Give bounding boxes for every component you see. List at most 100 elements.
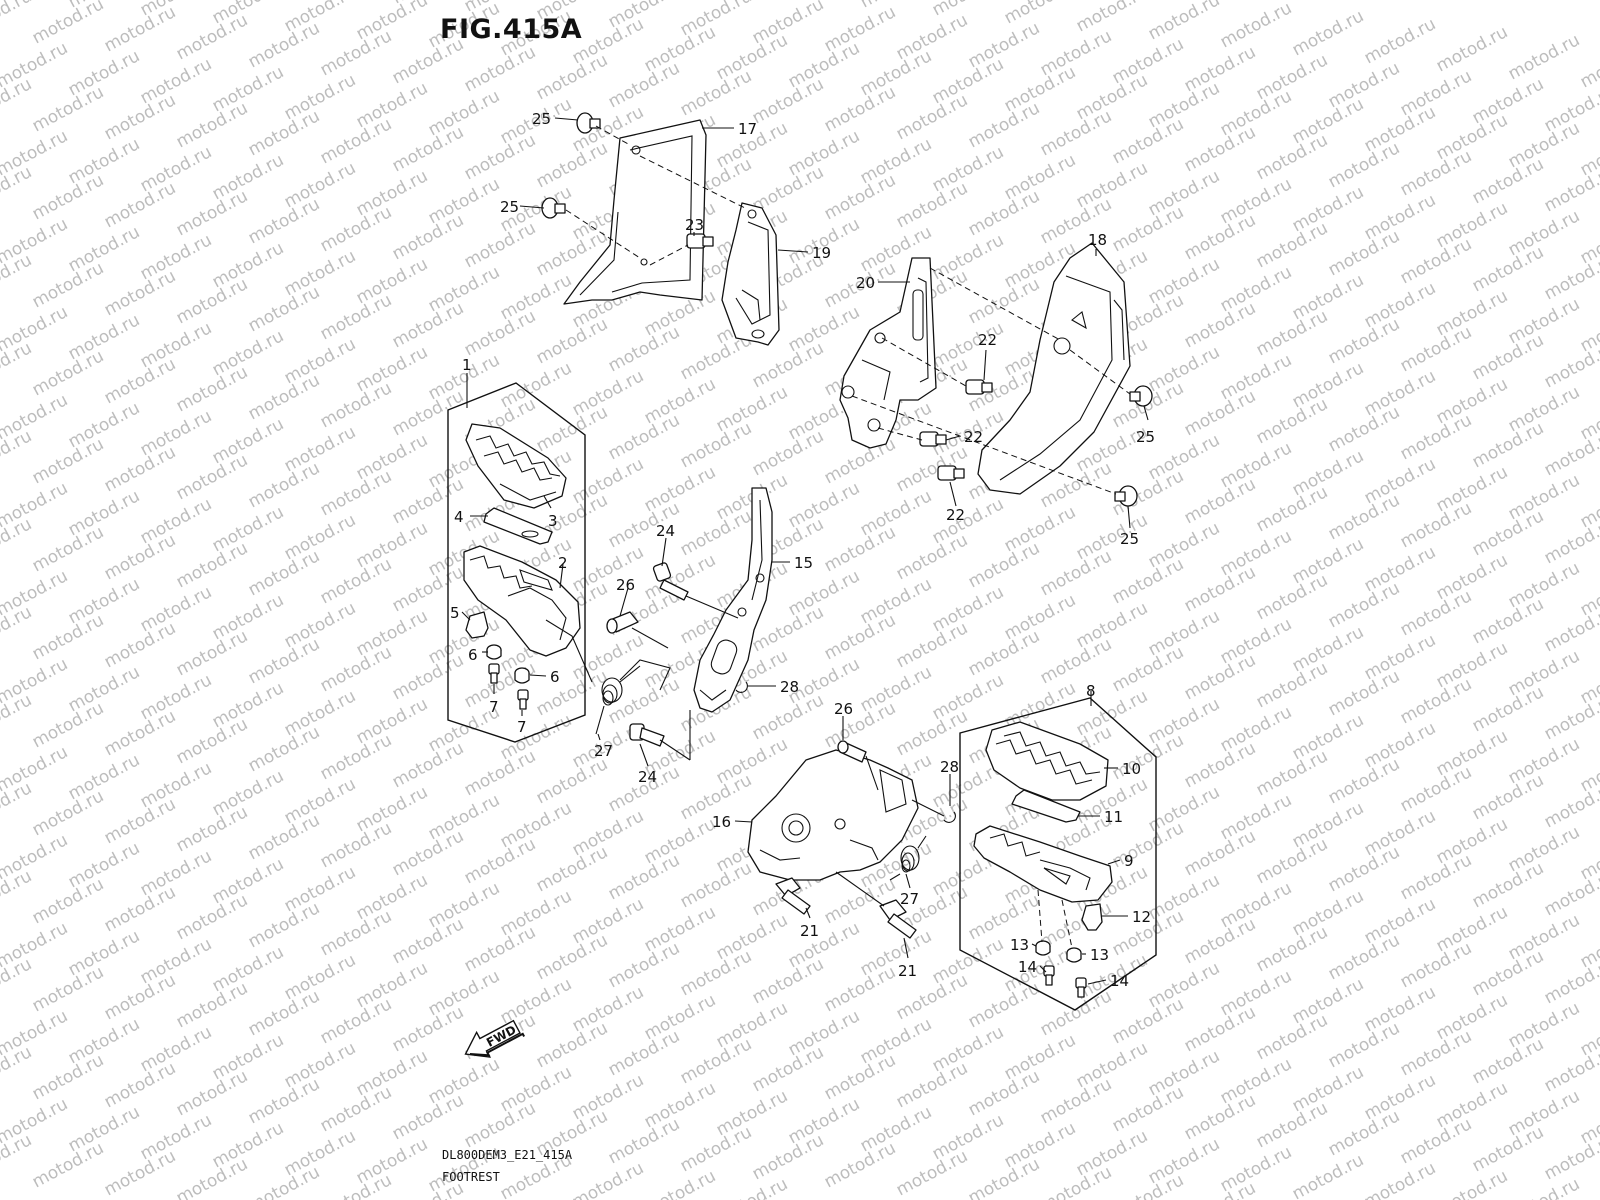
callout-10: 10 <box>1122 760 1141 778</box>
drawing-name: FOOTREST <box>442 1170 500 1184</box>
callout-28a: 28 <box>780 678 799 696</box>
watermark-text: motod.ru <box>1001 0 1079 28</box>
part-23-bolt <box>686 233 714 249</box>
callout-22c: 22 <box>946 506 965 524</box>
callout-6b: 6 <box>550 668 560 686</box>
callout-numbers: 1 2 3 4 5 6 6 7 7 8 9 10 11 12 13 13 14 … <box>450 110 1155 990</box>
part-5-cap <box>465 611 489 639</box>
callout-26b: 26 <box>834 700 853 718</box>
watermark-text: motod.ru <box>1505 1174 1583 1200</box>
part-26-pin-upper <box>606 611 639 634</box>
callout-25a: 25 <box>532 110 551 128</box>
callout-22b: 22 <box>964 428 983 446</box>
watermark-text: motod.ru <box>1073 0 1151 36</box>
leader-lines <box>461 117 1149 985</box>
part-6-nut-b <box>514 667 530 684</box>
part-28-clip-upper <box>735 681 748 693</box>
watermark-text: motod.ru <box>1289 1150 1367 1200</box>
callout-22a: 22 <box>978 331 997 349</box>
callout-5: 5 <box>450 604 460 622</box>
callout-8: 8 <box>1086 682 1096 700</box>
part-28-clip-lower <box>943 811 956 823</box>
part-7-bolt-b <box>517 689 529 710</box>
watermark-text: motod.ru <box>785 0 863 4</box>
part-27-spring-upper <box>595 665 641 735</box>
callout-27b: 27 <box>900 890 919 908</box>
callout-9: 9 <box>1124 852 1134 870</box>
part-17-bracket-cover <box>563 119 707 305</box>
callout-26a: 26 <box>616 576 635 594</box>
part-25-screw-right-a <box>1129 385 1153 407</box>
callout-7a: 7 <box>489 698 499 716</box>
callout-3: 3 <box>548 512 558 530</box>
callout-6a: 6 <box>468 646 478 664</box>
part-24-bolt-upper <box>652 562 689 601</box>
callout-28b: 28 <box>940 758 959 776</box>
kit-frame-1 <box>447 382 586 743</box>
watermark-text: motod.ru <box>1289 6 1367 60</box>
part-13-nut-b <box>1066 947 1082 963</box>
callout-27a: 27 <box>594 742 613 760</box>
callout-23: 23 <box>685 216 704 234</box>
part-3-footrest-rubber <box>465 423 567 509</box>
callout-7b: 7 <box>517 718 527 736</box>
part-14-bolt-b <box>1075 977 1087 998</box>
callout-17: 17 <box>738 120 757 138</box>
part-22-bolt-a <box>965 379 993 395</box>
part-22-bolt-b <box>919 431 947 447</box>
part-6-nut-a <box>486 644 502 660</box>
part-9-footrest <box>973 825 1113 903</box>
watermark-text: motod.ru <box>1505 30 1583 84</box>
callout-24a: 24 <box>656 522 675 540</box>
callout-14b: 14 <box>1110 972 1129 990</box>
watermark-text: motod.ru <box>1433 22 1511 76</box>
part-27-spring-lower <box>889 835 927 881</box>
part-11-plate <box>1011 789 1081 823</box>
part-13-nut-a <box>1035 940 1051 956</box>
watermark-text: motod.ru <box>1361 1158 1439 1200</box>
callout-14a: 14 <box>1018 958 1037 976</box>
watermark-text: motod.ru <box>1433 1166 1511 1200</box>
part-14-bolt-a <box>1043 965 1055 986</box>
callout-18: 18 <box>1088 231 1107 249</box>
watermark-text: motod.ru <box>29 0 107 48</box>
callout-2: 2 <box>558 554 568 572</box>
figure-title: FIG.415A <box>440 14 583 45</box>
callout-12: 12 <box>1132 908 1151 926</box>
part-22-bolt-c <box>937 465 965 481</box>
callout-21a: 21 <box>800 922 819 940</box>
callout-1: 1 <box>462 356 472 374</box>
watermark-text: motod.ru <box>857 0 935 12</box>
callout-11: 11 <box>1104 808 1123 826</box>
callout-24b: 24 <box>638 768 657 786</box>
watermark-text: motod.ru <box>1217 0 1295 52</box>
callout-21b: 21 <box>898 962 917 980</box>
callout-25c: 25 <box>1136 428 1155 446</box>
callout-25d: 25 <box>1120 530 1139 548</box>
callout-13b: 13 <box>1090 946 1109 964</box>
part-18-heel-guard <box>977 242 1131 495</box>
watermark-text: motod.ru <box>713 1174 791 1200</box>
callout-19: 19 <box>812 244 831 262</box>
part-4-plate <box>483 507 553 545</box>
kit-frame-8 <box>959 697 1157 1011</box>
part-24-bolt-lower <box>629 723 665 747</box>
watermark-text: motod.ru <box>929 0 1007 20</box>
callout-16: 16 <box>712 813 731 831</box>
watermark-text: motod.ru <box>1361 14 1439 68</box>
callout-20: 20 <box>856 274 875 292</box>
drawing-code: DL800DEM3_E21_415A <box>442 1148 573 1162</box>
watermark-text: motod.ru <box>641 1166 719 1200</box>
watermark-text: motod.ru <box>1145 0 1223 44</box>
part-19-heel-plate <box>721 202 780 346</box>
part-2-footrest <box>463 545 593 683</box>
callout-4: 4 <box>454 508 464 526</box>
part-10-footrest-rubber <box>985 721 1109 801</box>
part-25-screw-top <box>576 112 601 134</box>
part-26-pin-lower <box>837 740 867 763</box>
part-12-cap <box>1081 903 1103 931</box>
callout-13a: 13 <box>1010 936 1029 954</box>
watermark-text: motod.ru <box>569 1158 647 1200</box>
